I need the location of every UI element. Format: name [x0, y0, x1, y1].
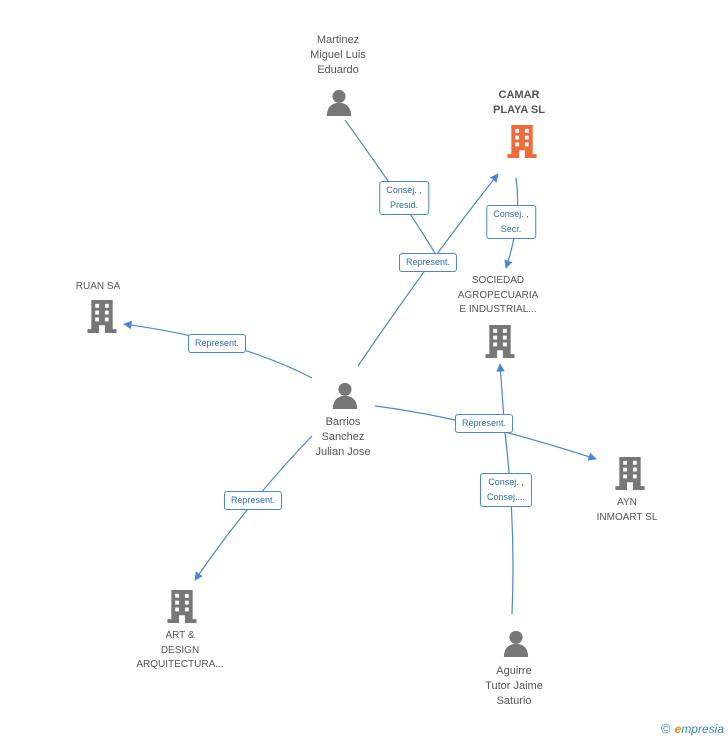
- edge-label-line: Consej. ,: [493, 209, 529, 219]
- node-label-line: AGROPECUARIA: [457, 289, 539, 301]
- building-icon-sociedad[interactable]: [485, 325, 515, 358]
- node-label-line: Barrios: [325, 416, 361, 428]
- edge-label-line: Secr.: [500, 224, 522, 234]
- edge-label-line: Represent.: [461, 418, 507, 428]
- node-label-line: CAMAR: [498, 89, 540, 101]
- node-label-line: Eduardo: [317, 64, 359, 76]
- copyright-symbol: ©: [661, 721, 671, 736]
- node-label-line: AYN: [617, 497, 637, 508]
- edge-aguirre-sociedad: [503, 423, 514, 615]
- node-label-line: Tutor Jaime: [485, 680, 543, 692]
- brand-wordmark: empresia: [675, 722, 724, 736]
- building-icon-camar[interactable]: [507, 125, 537, 158]
- node-label-line: E INDUSTRIAL...: [459, 304, 537, 315]
- building-icon-art[interactable]: [167, 590, 197, 623]
- edge-label-line: Represent.: [405, 257, 451, 267]
- empresia-logo: © empresia: [661, 721, 724, 736]
- node-label-line: Sanchez: [321, 431, 365, 443]
- node-label-ayn[interactable]: AYN INMOART SL: [597, 496, 658, 525]
- node-label-line: ART &: [165, 630, 195, 641]
- edge-label-line: Presid.: [389, 200, 418, 210]
- node-label-line: DESIGN: [160, 644, 200, 656]
- node-label-line: Aguirre: [496, 665, 532, 677]
- edge-label-barrios-art[interactable]: Represent.: [223, 491, 283, 510]
- node-label-ruan[interactable]: RUAN SA: [76, 280, 120, 295]
- edge-label-line: Consej. ,: [488, 477, 524, 487]
- person-icon-martinez[interactable]: [326, 89, 352, 116]
- edge-label-barrios-sociedad[interactable]: Represent.: [454, 414, 514, 433]
- edge-label-line: Represent.: [194, 338, 240, 348]
- node-label-line: RUAN SA: [75, 281, 121, 292]
- node-label-sociedad[interactable]: SOCIEDAD AGROPECUARIA E INDUSTRIAL...: [458, 274, 539, 318]
- brand-initial: e: [674, 721, 682, 736]
- building-icon-ayn[interactable]: [615, 457, 645, 490]
- node-label-barrios[interactable]: Barrios Sanchez Julian Jose: [315, 415, 370, 460]
- edge-label-aguirre-sociedad[interactable]: Consej. , Consej....: [479, 473, 533, 507]
- node-label-line: Martinez: [316, 34, 360, 46]
- edge-label-line: Consej....: [486, 492, 526, 502]
- node-label-aguirre[interactable]: Aguirre Tutor Jaime Saturio: [485, 664, 543, 709]
- node-label-line: PLAYA SL: [493, 104, 545, 116]
- brand-rest: mpresia: [681, 721, 724, 736]
- node-label-line: INMOART SL: [596, 511, 658, 523]
- node-label-camar[interactable]: CAMAR PLAYA SL: [493, 88, 545, 118]
- node-label-line: SOCIEDAD: [471, 275, 525, 286]
- node-label-art[interactable]: ART & DESIGN ARQUITECTURA...: [136, 629, 223, 673]
- edge-label-line: Represent.: [230, 495, 276, 505]
- node-label-martinez[interactable]: Martinez Miguel Luis Eduardo: [310, 33, 366, 78]
- building-icon-ruan[interactable]: [87, 300, 117, 333]
- person-icon-barrios[interactable]: [332, 382, 358, 409]
- person-icon-aguirre[interactable]: [503, 630, 529, 657]
- node-label-line: Julian Jose: [315, 446, 371, 458]
- edge-label-barrios-ruan[interactable]: Represent.: [187, 334, 247, 353]
- node-label-line: Miguel Luis: [310, 49, 366, 61]
- edge-label-barrios-camar[interactable]: Represent.: [398, 253, 458, 272]
- edge-label-martinez-sociedad[interactable]: Consej. , Presid.: [379, 181, 429, 215]
- node-label-line: Saturio: [496, 695, 532, 707]
- edge-label-line: Consej. ,: [386, 185, 422, 195]
- edge-label-camar-sociedad[interactable]: Consej. , Secr.: [486, 205, 536, 239]
- edge-barrios-sociedad: [496, 363, 505, 421]
- node-label-line: ARQUITECTURA...: [136, 659, 224, 670]
